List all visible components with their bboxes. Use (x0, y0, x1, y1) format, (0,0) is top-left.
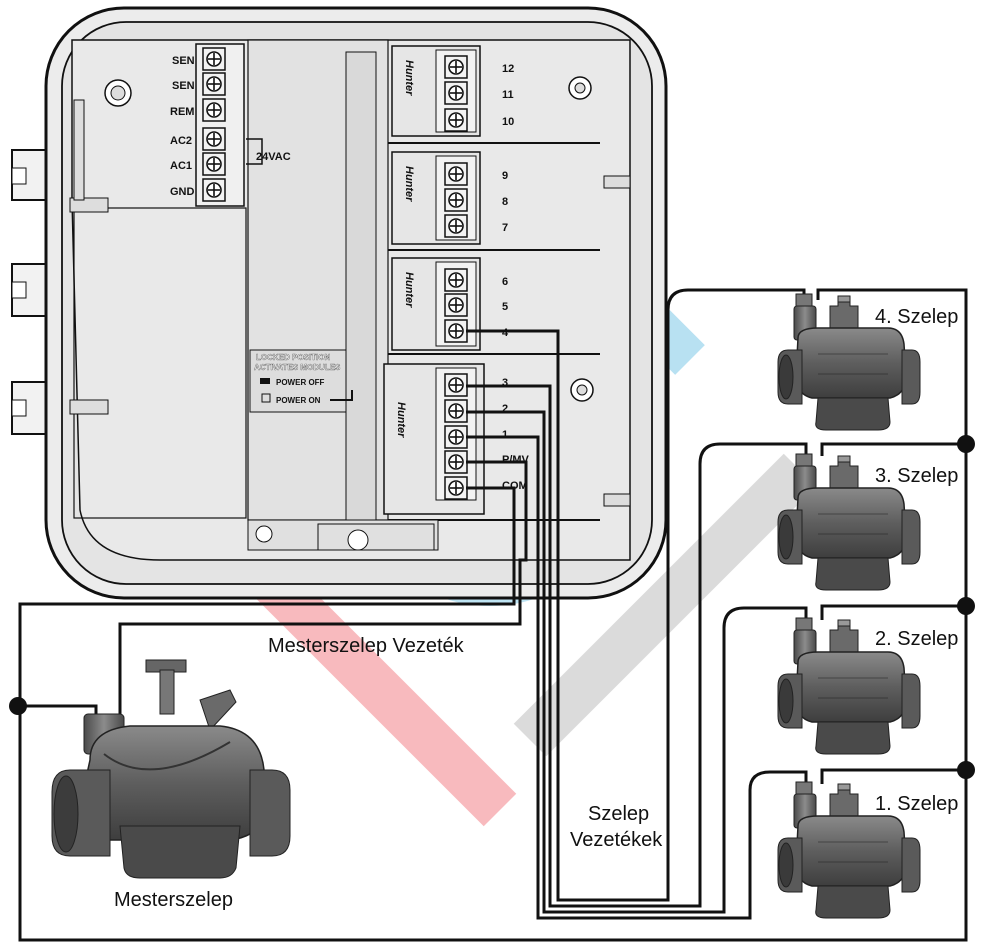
lock-panel: LOCKED POSITION ACTIVATES MODULES POWER … (249, 349, 353, 413)
terminal-label-rem: REM (170, 106, 194, 118)
controller-housing (11, 6, 668, 600)
power-terminal-block: SEN SEN REM AC2 AC1 GND 24VAC (170, 43, 291, 207)
power-off-label: POWER OFF (276, 378, 325, 387)
zone-label-3: 3 (502, 377, 508, 389)
valve-label-2: 2. Szelep (875, 628, 958, 650)
lock-panel-line2: ACTIVATES MODULES (254, 363, 341, 372)
zone-label-7: 7 (502, 222, 508, 234)
zone-label-10: 10 (502, 116, 514, 128)
valve-label-4: 4. Szelep (875, 306, 958, 328)
valve-label-3: 3. Szelep (875, 465, 958, 487)
module-brand-2: Hunter (403, 166, 415, 202)
terminal-label-sen-2: SEN (172, 80, 195, 92)
terminal-label-ac1: AC1 (170, 160, 192, 172)
zone-label-12: 12 (502, 63, 514, 75)
master-valve-label: Mesterszelep (114, 889, 233, 911)
master-wire-label: Mesterszelep Vezeték (268, 635, 465, 657)
module-brand-3: Hunter (403, 272, 415, 308)
zone-label-5: 5 (502, 301, 508, 313)
wire-junctions (9, 435, 975, 779)
voltage-label: 24VAC (256, 151, 291, 163)
zone-label-1: 1 (502, 429, 508, 441)
zone-label-8: 8 (502, 196, 508, 208)
valve-wires-label-line2: Vezetékek (570, 829, 663, 851)
module-brand-4: Hunter (395, 402, 407, 438)
zone-label-4: 4 (502, 327, 509, 339)
module-brand-1: Hunter (403, 60, 415, 96)
master-valve (51, 659, 291, 879)
terminal-label-gnd: GND (170, 186, 195, 198)
zone-modules: Hunter Hunter Hunter Hunter 12 11 10 9 8… (383, 45, 530, 515)
zone-label-6: 6 (502, 276, 508, 288)
power-on-label: POWER ON (276, 396, 321, 405)
zone-label-2: 2 (502, 403, 508, 415)
zone-label-9: 9 (502, 170, 508, 182)
terminal-label-ac2: AC2 (170, 135, 192, 147)
lock-panel-line1: LOCKED POSITION (256, 353, 330, 362)
valve-wires-label-line1: Szelep (588, 803, 649, 825)
valve-label-1: 1. Szelep (875, 793, 958, 815)
terminal-label-sen-1: SEN (172, 55, 195, 67)
zone-label-11: 11 (502, 89, 514, 101)
